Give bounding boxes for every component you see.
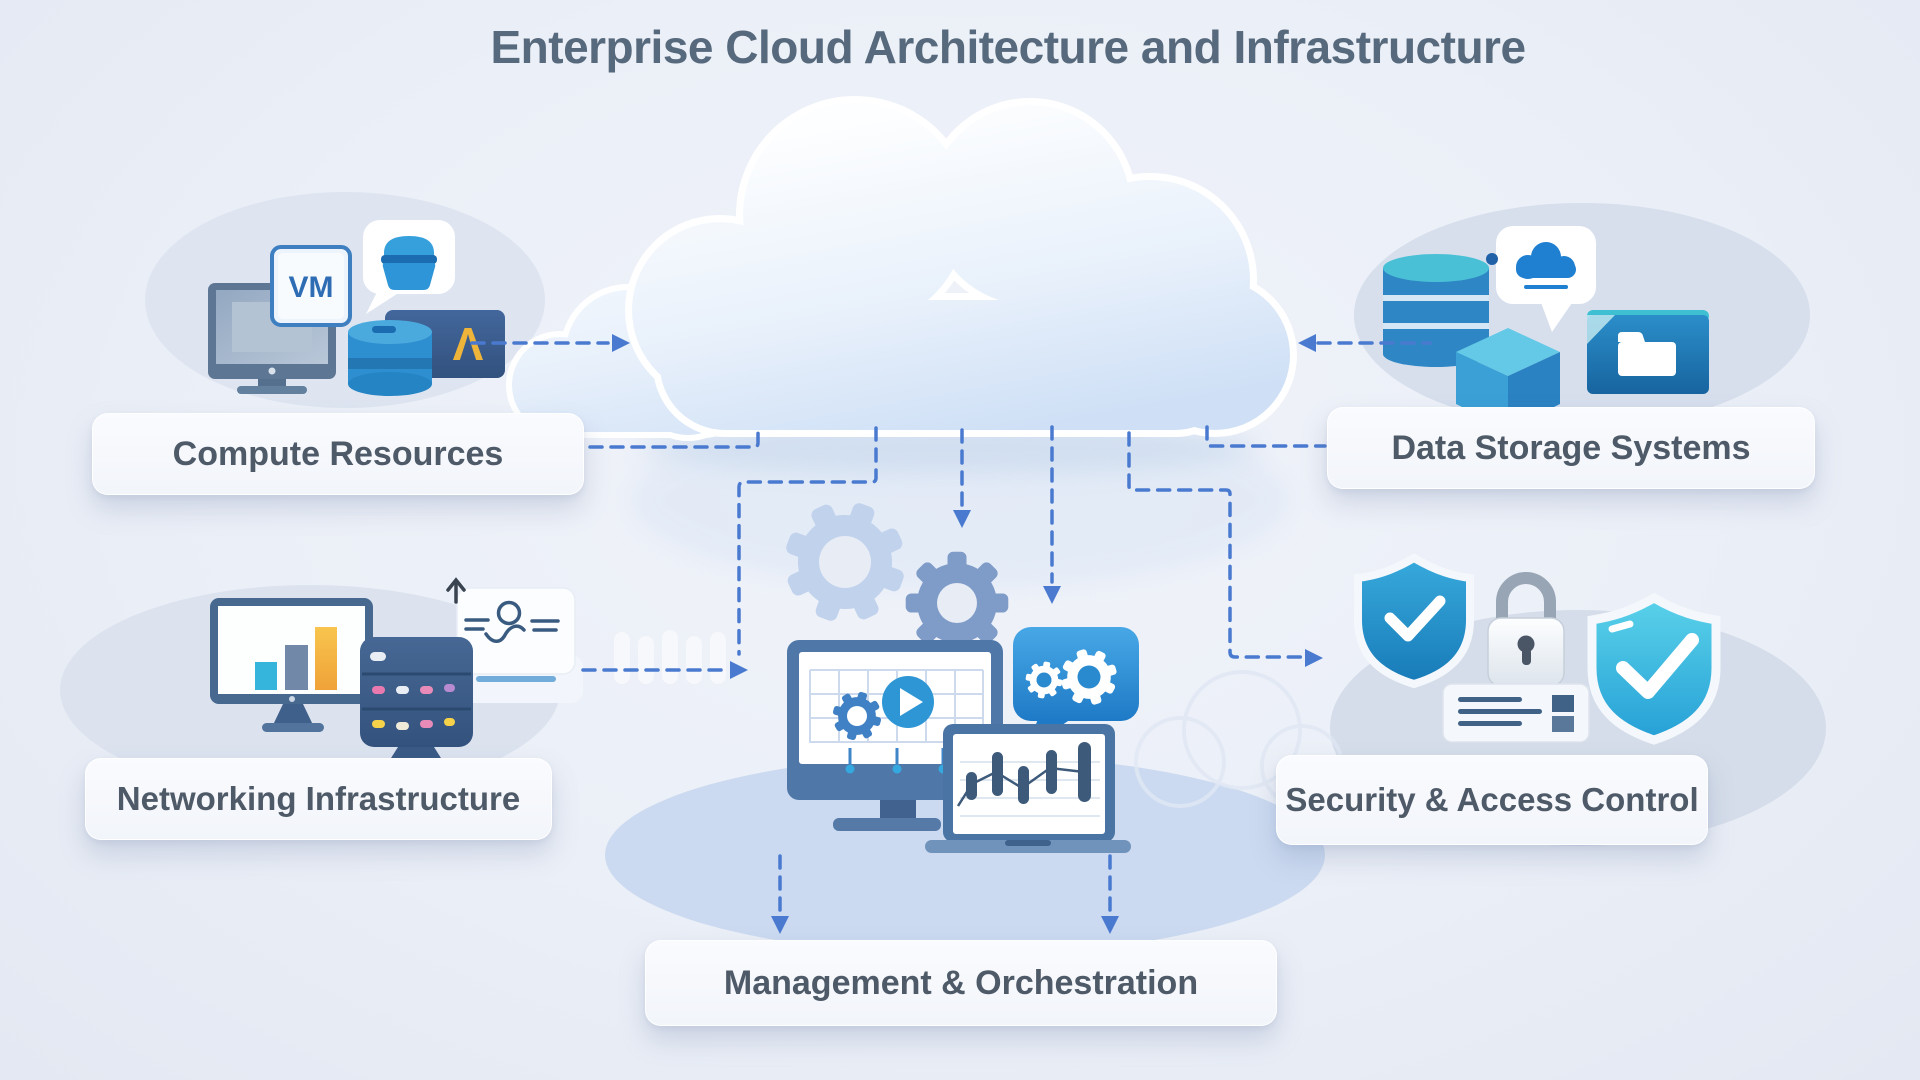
- compute-resources-label: Compute Resources: [172, 434, 504, 473]
- security-label: Security & Access Control: [1285, 781, 1699, 818]
- database-cylinder-icon: [348, 320, 432, 396]
- decorative-equalizer: [614, 630, 726, 684]
- cursor-arrow-icon: [446, 577, 466, 604]
- vm-label: VM: [289, 271, 334, 304]
- node-label-security-access-control: Security & Access Control: [1276, 755, 1708, 845]
- background-gears: [767, 484, 1009, 655]
- bar-chart-monitor-icon: [210, 598, 373, 732]
- node-label-compute-resources: Compute Resources: [92, 413, 584, 495]
- networking-label: Networking Infrastructure: [116, 780, 521, 817]
- analytics-laptop-icon: [925, 724, 1131, 853]
- connector-cloud-to-storage-label: [1205, 425, 1327, 448]
- database-stack-icon: [1383, 253, 1498, 367]
- connectors: [470, 341, 1432, 914]
- data-storage-label: Data Storage Systems: [1391, 428, 1751, 467]
- network-server-icon: [360, 637, 473, 766]
- credential-card-icon: [1442, 683, 1590, 743]
- compute-resources-icons: Λ VM: [208, 220, 505, 396]
- container-speech-bubble-icon: [363, 220, 455, 314]
- connector-arrowheads: [612, 334, 1323, 934]
- data-storage-icons: [1383, 226, 1709, 430]
- management-icons: [787, 627, 1139, 853]
- vm-badge-icon: VM: [270, 245, 352, 327]
- node-label-networking-infrastructure: Networking Infrastructure: [85, 758, 552, 840]
- shield-check-cyan-icon: [1587, 592, 1721, 745]
- connector-compute-label-up: [588, 426, 760, 449]
- shield-check-icon: [1354, 553, 1474, 689]
- padlock-icon: [1487, 572, 1565, 687]
- cloud-speech-bubble-icon: [1496, 226, 1596, 332]
- cloud-shape: [512, 103, 1290, 474]
- identity-card-icon: [456, 587, 583, 703]
- page-title: Enterprise Cloud Architecture and Infras…: [490, 21, 1526, 73]
- connector-cloud-down-left: [737, 426, 878, 656]
- node-label-data-storage-systems: Data Storage Systems: [1327, 407, 1815, 489]
- node-label-management-orchestration: Management & Orchestration: [645, 940, 1277, 1026]
- security-icons: [1354, 553, 1721, 745]
- connector-cloud-to-security: [1127, 431, 1303, 659]
- folder-panel-icon: [1587, 310, 1709, 394]
- management-label: Management & Orchestration: [723, 963, 1199, 1002]
